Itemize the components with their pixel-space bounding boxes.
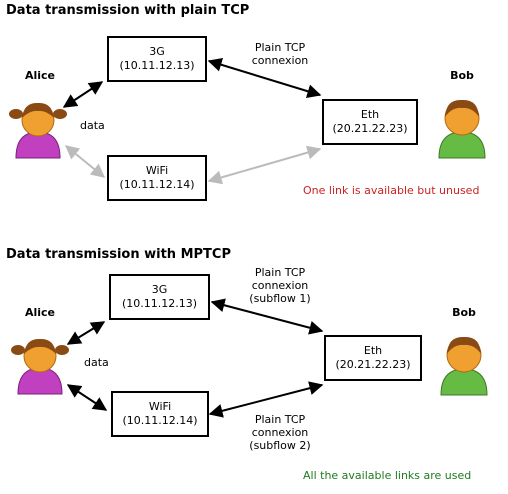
node-3g-top: 3G (10.11.12.13) [107,36,207,82]
connexion-label-line1: Plain TCP [254,41,306,54]
node-eth-name: Eth [360,108,380,121]
subflow2-line2: connexion [251,426,309,439]
connexion-label-top: Plain TCP connexion [240,41,320,67]
bob-avatar-bottom [440,336,488,396]
node-eth-top: Eth (20.21.22.23) [322,99,418,145]
title-plain-tcp: Data transmission with plain TCP [6,3,250,18]
subflow2-label: Plain TCP connexion (subflow 2) [238,413,322,452]
note-all-used: All the available links are used [303,469,472,482]
node-eth-name: Eth [363,344,383,357]
bob-label-top: Bob [450,69,474,82]
node-3g-ip: (10.11.12.13) [121,297,198,310]
node-eth-ip: (20.21.22.23) [335,358,411,371]
subflow1-line3: (subflow 1) [249,292,311,305]
arrow-3g-eth-subflow1 [210,298,324,335]
data-label-bottom: data [84,356,109,369]
node-eth-bottom: Eth (20.21.22.23) [324,335,422,381]
node-eth-ip: (20.21.22.23) [332,122,408,135]
arrow-wifi-eth-unused [207,145,322,185]
arrow-alice-wifi-bottom [66,384,108,411]
subflow2-line1: Plain TCP [254,413,306,426]
subflow2-line3: (subflow 2) [249,439,311,452]
node-wifi-name: WiFi [148,400,172,413]
alice-label-bottom: Alice [24,306,56,319]
node-wifi-top: WiFi (10.11.12.14) [107,155,207,201]
note-unused: One link is available but unused [303,184,480,197]
arrow-alice-3g-bottom [66,321,106,345]
bob-avatar-top [438,99,486,159]
subflow1-line1: Plain TCP [254,266,306,279]
node-3g-bottom: 3G (10.11.12.13) [109,274,210,320]
connexion-label-line2: connexion [251,54,309,67]
node-wifi-name: WiFi [145,164,169,177]
data-label-top: data [80,119,105,132]
arrow-3g-eth-top [207,57,322,99]
node-3g-name: 3G [149,45,165,58]
node-wifi-bottom: WiFi (10.11.12.14) [111,391,209,437]
arrow-alice-wifi-unused [64,145,106,178]
bob-label-bottom: Bob [452,306,476,319]
title-mptcp: Data transmission with MPTCP [6,247,231,262]
node-3g-name: 3G [151,283,168,296]
node-3g-ip: (10.11.12.13) [119,59,195,72]
subflow1-label: Plain TCP connexion (subflow 1) [238,266,322,305]
alice-avatar-bottom [11,338,69,395]
subflow1-line2: connexion [251,279,309,292]
alice-label-top: Alice [24,69,56,82]
node-wifi-ip: (10.11.12.14) [119,178,195,191]
alice-avatar-top [9,102,67,159]
arrow-wifi-eth-subflow2 [208,381,324,418]
arrow-alice-3g-top [62,81,104,108]
node-wifi-ip: (10.11.12.14) [122,414,198,427]
